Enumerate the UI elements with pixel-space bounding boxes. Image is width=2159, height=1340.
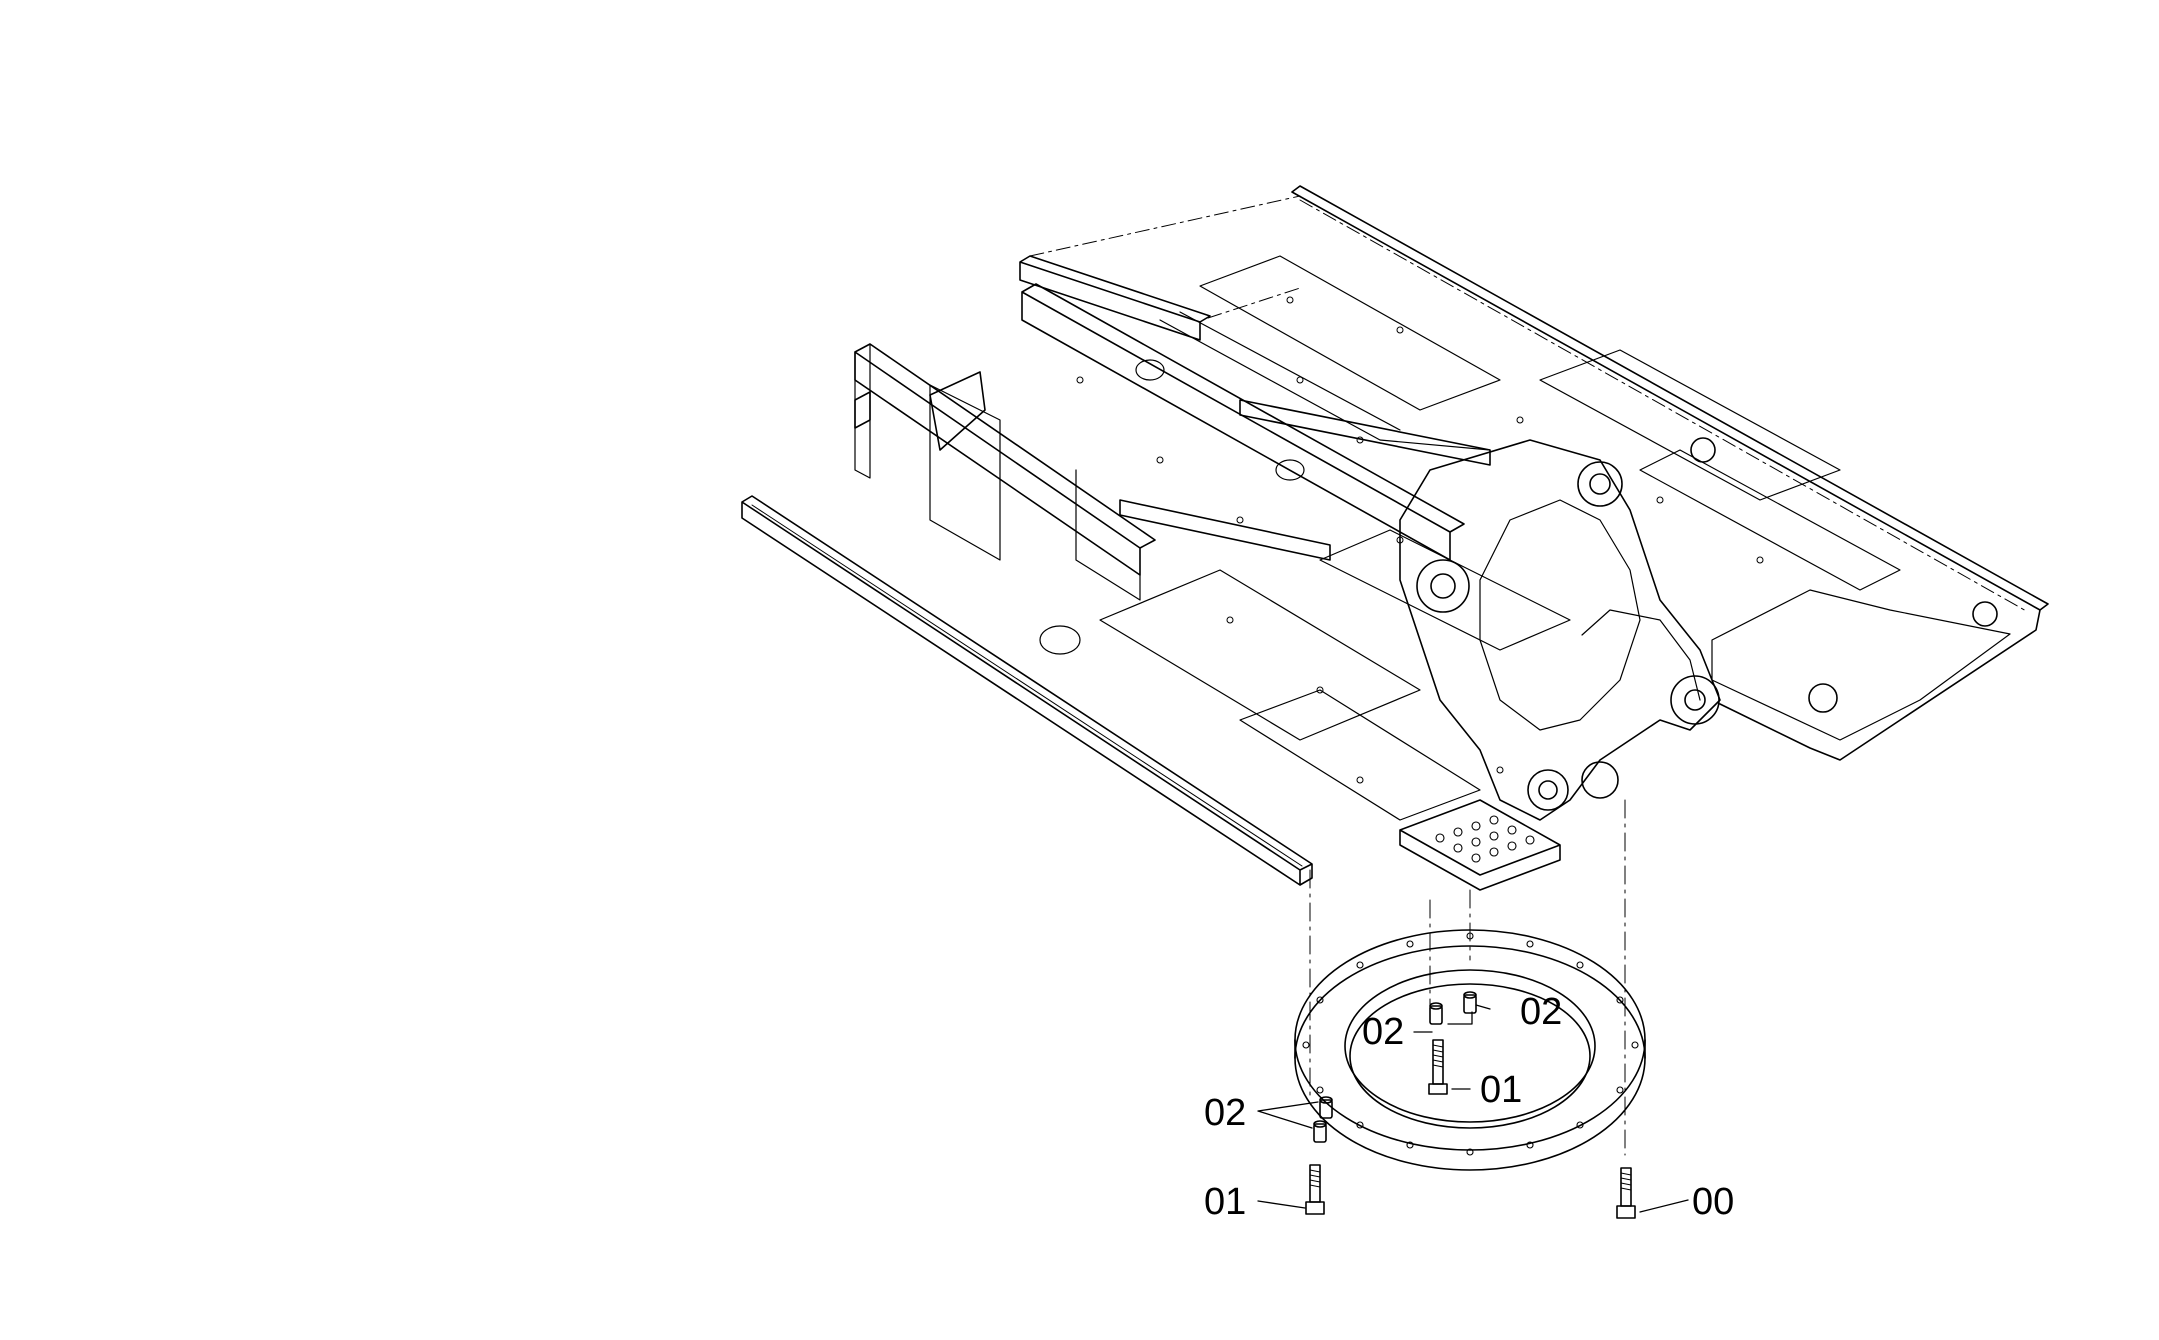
inner-bolt: [1428, 1039, 1448, 1095]
upper-frame: [741, 185, 2049, 891]
alignment-lines: [1309, 799, 1626, 1156]
front-cross-rail: [1019, 255, 1211, 341]
outer-bushing-upper: [1319, 1096, 1333, 1119]
boom-mount-bracket: [1399, 439, 1721, 821]
callout-00: 00: [1692, 1181, 1734, 1223]
outer-bushing-lower: [1313, 1120, 1327, 1143]
callout-01-outer: 01: [1204, 1181, 1246, 1223]
callout-01-inner: 01: [1480, 1069, 1522, 1111]
left-side-rail: [741, 495, 1313, 886]
leader-lines: [1257, 1004, 1689, 1213]
left-frame-beam: [854, 343, 1156, 576]
callout-02-inner-right: 02: [1520, 991, 1562, 1033]
inner-bushing-right: [1463, 991, 1477, 1014]
outer-bolt-left: [1305, 1164, 1325, 1215]
step-plate: [1399, 799, 1561, 891]
diagonal-beam: [1119, 399, 1491, 561]
right-side-rail: [1291, 185, 2049, 761]
outer-bolt-right: [1616, 1167, 1636, 1219]
callout-02-inner-left: 02: [1362, 1011, 1404, 1053]
callout-02-outer: 02: [1204, 1092, 1246, 1134]
inner-bushing-left: [1429, 1002, 1443, 1025]
swing-bearing: [1294, 929, 1646, 1171]
